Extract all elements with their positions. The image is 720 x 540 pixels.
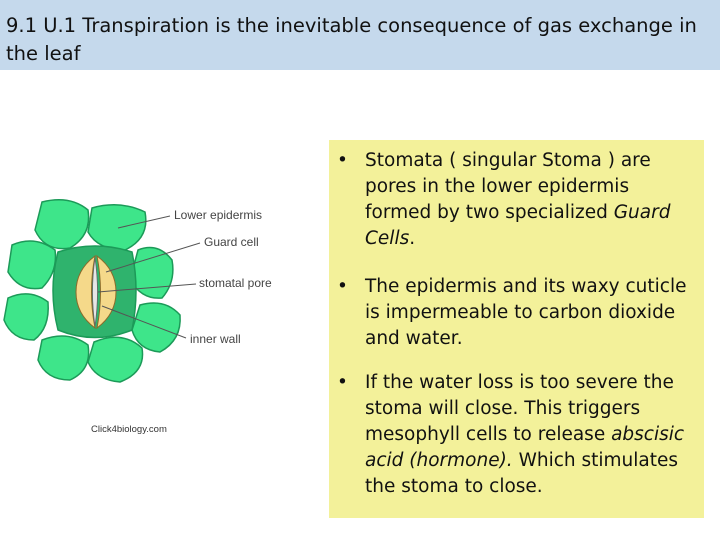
bullet-item: • The epidermis and its waxy cuticle is …: [337, 274, 699, 352]
bullet-item: • Stomata ( singular Stoma ) are pores i…: [337, 148, 699, 252]
leader-line: [97, 283, 197, 293]
bullet-text-part: The epidermis and its waxy cuticle is im…: [365, 276, 687, 349]
bullet-marker: •: [337, 276, 348, 297]
epidermal-cell: [3, 293, 49, 341]
stoma-diagram: Lower epidermis Guard cell stomatal pore…: [0, 180, 305, 390]
notes-box: • Stomata ( singular Stoma ) are pores i…: [329, 140, 704, 518]
leader-line: [117, 215, 171, 229]
bullet-text-part: Stomata ( singular Stoma ) are pores in …: [365, 150, 651, 223]
label-lower-epidermis: Lower epidermis: [174, 208, 262, 222]
leader-line: [101, 305, 187, 339]
bullet-text-part: .: [409, 228, 416, 249]
epidermal-cell: [34, 199, 90, 250]
label-guard-cell: Guard cell: [204, 235, 259, 249]
title-bar: 9.1 U.1 Transpiration is the inevitable …: [0, 0, 720, 70]
bullet-item: • If the water loss is too severe the st…: [337, 370, 699, 500]
epidermal-cell: [129, 246, 174, 299]
bullet-marker: •: [337, 150, 348, 171]
bullet-text-italic: abscisic acid (hormone).: [365, 424, 685, 471]
epidermal-cell: [131, 302, 181, 353]
slide-title: 9.1 U.1 Transpiration is the inevitable …: [6, 14, 697, 65]
bullet-text-italic: Guard Cells: [365, 202, 671, 249]
bullet-text: The epidermis and its waxy cuticle is im…: [337, 274, 699, 352]
image-credit: Click4biology.com: [91, 424, 167, 435]
leader-line: [105, 242, 201, 273]
label-stomatal-pore: stomatal pore: [199, 276, 272, 290]
bullet-text-part: If the water loss is too severe the stom…: [365, 372, 674, 445]
bullet-marker: •: [337, 372, 348, 393]
epidermal-cell: [87, 204, 147, 251]
bullet-text-part: Which stimulates the stoma to close.: [365, 450, 679, 497]
epidermal-cell: [87, 336, 144, 383]
stoma-diagram-svg: Lower epidermis Guard cell stomatal pore…: [3, 199, 272, 383]
epidermal-cell: [37, 335, 90, 381]
guard-cell-left: [75, 254, 96, 330]
label-inner-wall: inner wall: [190, 332, 241, 346]
epidermal-cells: [3, 199, 181, 383]
stomatal-pore: [92, 257, 98, 327]
bullet-text: Stomata ( singular Stoma ) are pores in …: [337, 148, 699, 252]
leader-lines: [97, 215, 201, 339]
epidermal-cell: [7, 240, 57, 290]
guard-cells: [75, 254, 117, 330]
bullet-text: If the water loss is too severe the stom…: [337, 370, 699, 500]
